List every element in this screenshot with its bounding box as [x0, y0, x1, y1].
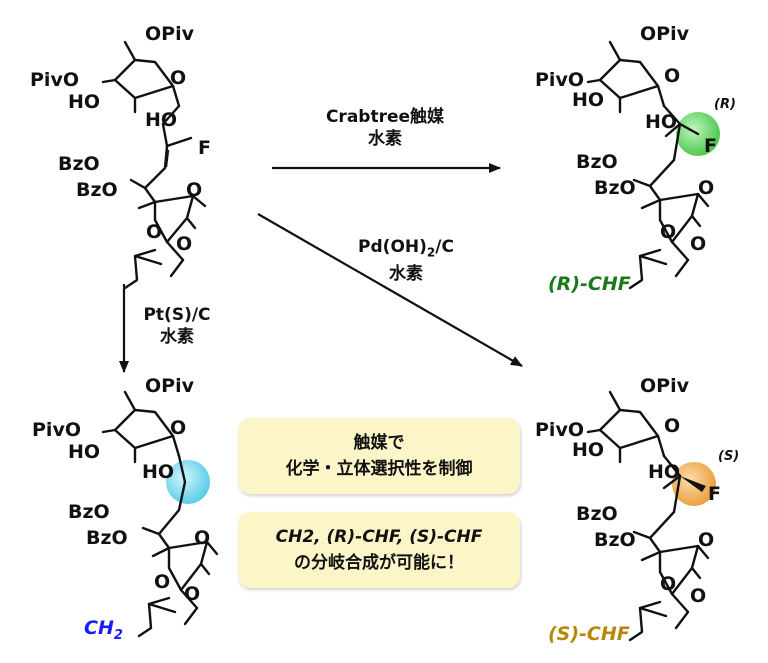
- acetonide-o-1: O: [660, 221, 676, 243]
- ring-o-label-2: O: [194, 527, 210, 549]
- bzo-label-2: BzO: [86, 527, 128, 549]
- opiv-label: OPiv: [145, 375, 195, 397]
- pivo-label: PivO: [32, 419, 81, 441]
- ring-o-label: O: [664, 415, 680, 437]
- acetonide-o-2: O: [184, 583, 200, 605]
- caption-s-chf: (S)-CHF: [548, 623, 630, 645]
- product-s-chf: OPiv PivO HO O HO F BzO BzO O O O (S) (S…: [535, 375, 739, 645]
- crabtree-line2: 水素: [368, 129, 402, 149]
- bzo-label-1: BzO: [68, 501, 110, 523]
- ho-label-2: HO: [142, 461, 174, 483]
- opiv-label: OPiv: [145, 23, 195, 45]
- divergent-line2: の分岐合成が可能に！: [294, 553, 464, 573]
- bzo-label-2: BzO: [76, 179, 118, 201]
- product-r-chf: OPiv PivO HO O HO F BzO BzO O O O (R) (R…: [535, 23, 736, 295]
- pivo-label: PivO: [30, 69, 79, 91]
- ring-o-label-2: O: [186, 179, 202, 201]
- ring-o-label: O: [170, 417, 186, 439]
- stereo-label-s: (S): [718, 449, 739, 464]
- bzo-label-2: BzO: [594, 529, 636, 551]
- ptsc-conditions: Pt(S)/C 水素: [132, 304, 222, 348]
- ho-label-1: HO: [68, 91, 100, 113]
- pdoh-line1: Pd(OH)2/C: [358, 237, 454, 260]
- wedge-bond: [680, 476, 706, 492]
- fluorine-label: F: [704, 135, 717, 157]
- pivo-label: PivO: [535, 69, 584, 91]
- acetonide-o-2: O: [176, 233, 192, 255]
- bzo-label-2: BzO: [594, 177, 636, 199]
- pivo-label: PivO: [535, 419, 584, 441]
- divergent-box: CH2, (R)-CHF, (S)-CHF の分岐合成が可能に！: [238, 512, 520, 588]
- ring-o-label: O: [664, 65, 680, 87]
- ho-label-1: HO: [572, 439, 604, 461]
- crabtree-line1: Crabtree触媒: [325, 107, 445, 127]
- acetonide-o-1: O: [660, 573, 676, 595]
- ring-o-label: O: [170, 67, 186, 89]
- ho-label-2: HO: [145, 109, 177, 131]
- acetonide-o-2: O: [690, 233, 706, 255]
- product-ch2: OPiv PivO HO O HO BzO BzO O O O CH2: [32, 375, 219, 643]
- cyan-sphere: [166, 460, 210, 504]
- ptsc-line2: 水素: [160, 327, 194, 347]
- selectivity-box: 触媒で 化学・立体選択性を制御: [238, 418, 520, 494]
- stereo-label-r: (R): [714, 97, 736, 112]
- ho-label-2: HO: [645, 111, 677, 133]
- ho-label-2: HO: [648, 461, 680, 483]
- ring-o-label-2: O: [698, 177, 714, 199]
- ptsc-line1: Pt(S)/C: [143, 305, 211, 325]
- acetonide-o-1: O: [146, 221, 162, 243]
- pdoh-line2: 水素: [389, 264, 423, 285]
- selectivity-line1: 触媒で: [353, 433, 405, 453]
- opiv-label: OPiv: [640, 23, 690, 45]
- caption-ch2: CH2: [84, 617, 123, 643]
- ho-label-1: HO: [68, 441, 100, 463]
- fluorine-label: F: [198, 137, 211, 159]
- caption-r-chf: (R)-CHF: [548, 273, 631, 295]
- divergent-line1: CH2, (R)-CHF, (S)-CHF: [275, 527, 483, 547]
- selectivity-line2: 化学・立体選択性を制御: [285, 459, 473, 479]
- fluorine-label: F: [708, 483, 721, 505]
- bzo-label-1: BzO: [576, 503, 618, 525]
- ho-label-1: HO: [572, 89, 604, 111]
- substrate-molecule: OPiv PivO HO O HO F BzO BzO O O O: [30, 23, 211, 290]
- acetonide-o-1: O: [154, 571, 170, 593]
- bzo-label-1: BzO: [576, 151, 618, 173]
- pdoh-conditions: Pd(OH)2/C 水素: [336, 236, 476, 285]
- crabtree-conditions: Crabtree触媒 水素: [310, 106, 460, 150]
- bzo-label-1: BzO: [58, 153, 100, 175]
- arrow-pdoh: [257, 213, 523, 367]
- acetonide-o-2: O: [690, 585, 706, 607]
- opiv-label: OPiv: [640, 375, 690, 397]
- ring-o-label-2: O: [698, 529, 714, 551]
